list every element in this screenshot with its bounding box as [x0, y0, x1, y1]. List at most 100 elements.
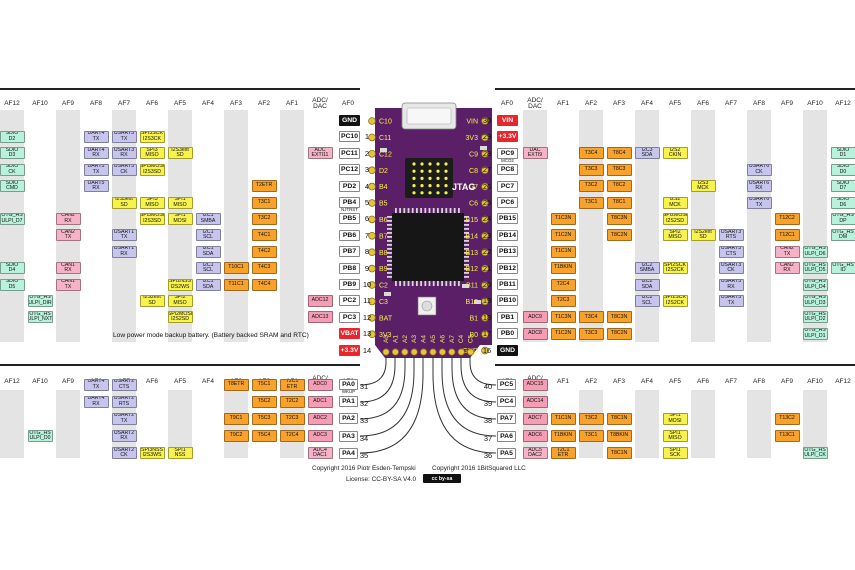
left-pb4-i2s3ext-label: I2S3ext SD: [111, 196, 137, 209]
pin-number-8: 8: [364, 247, 370, 257]
chip-lead: [387, 220, 392, 222]
bottom-right-pa5-adc5-label: ADC5 DAC2: [522, 447, 548, 460]
left-pc3-otg-hs-label: OTG_HS ULPI_NXT: [27, 311, 53, 324]
left-pb8-i2c1-label: I2C1 SCL: [195, 262, 221, 275]
bottom-left-pa1-uart4-label: UART4 RX: [83, 395, 109, 408]
jtag-pin: [436, 176, 440, 180]
left-pb9-spi2nss-label: SPI2NSS I2S2WS: [167, 278, 193, 291]
jtag-pin: [412, 184, 416, 188]
pin-number-40: 40: [483, 382, 493, 391]
right-pc6-i2s2-label: I2S2 MCK: [662, 196, 688, 209]
board-pin-label: B10: [466, 299, 479, 306]
chip-lead: [403, 281, 406, 286]
jtag-pin: [412, 169, 416, 173]
lower-right-header-af12: AF12: [835, 377, 851, 385]
board-pin-label: B9: [379, 266, 388, 273]
board-pin-label: A3: [411, 335, 418, 343]
right-pb14-usart3-label: USART3 RTS: [718, 229, 744, 242]
jtag-pin: [444, 176, 448, 180]
pin-number-24: 24: [482, 214, 492, 224]
upper-left-header-af9: AF9: [62, 99, 74, 107]
right-pb10-spi2sck-label: SPI2SCK I2S2CK: [662, 294, 688, 307]
right-pc9-sdio-label: SDIO D1: [830, 147, 855, 160]
pin-number-6: 6: [364, 214, 370, 224]
left-pb9-can1-label: CAN1 TX: [55, 278, 81, 291]
edge-pad-right: [481, 232, 489, 240]
pin-pb13-label: PB13: [497, 246, 518, 258]
jtag-pin: [428, 184, 432, 188]
smd-component: [384, 292, 391, 296]
chip-lead: [437, 281, 439, 286]
pin-number-22: 22: [482, 247, 492, 257]
lower-right-header-af3: AF3: [613, 377, 625, 385]
bottom-right-pa7-t1c1n-label: T1C1N: [550, 412, 576, 425]
board-pin-label: B14: [466, 233, 479, 240]
bottom-right-pa5-t8c1n-label: T8C1N: [606, 447, 632, 460]
edge-pad-left: [368, 133, 376, 142]
edge-pad-bottom: [448, 348, 456, 356]
smd-component: [380, 148, 387, 152]
pin-leader-line: [469, 356, 497, 386]
chip-lead: [464, 272, 469, 274]
upper-left-stripe: [112, 110, 136, 342]
bottom-right-pa6-t1bkin-label: T1BKIN: [550, 430, 576, 443]
chip-lead: [441, 281, 443, 286]
chip-lead: [445, 208, 448, 213]
left-pb6-i2c1-label: I2C1 SCL: [195, 229, 221, 242]
edge-pad-bottom: [401, 348, 409, 356]
upper-right-header-af12: AF12: [835, 99, 851, 107]
right-pb1-t1c3n-label: T1C3N: [550, 311, 576, 324]
chip-lead: [464, 232, 469, 234]
lower-right-header-af8: AF8: [753, 377, 765, 385]
upper-left-header-af3: AF3: [230, 99, 242, 107]
board-pin-label: B12: [466, 266, 479, 273]
pin-number-18: 18: [482, 312, 492, 322]
right-pb12-otg-hs-label: OTG_HS ID: [830, 262, 855, 275]
right-pb1-adc9-label: ADC9: [522, 311, 548, 324]
left-pc2-spi2-label: SPI2 MISO: [167, 294, 193, 307]
left-pc10-spi3sck-label: SPI3SCK I2S3CK: [139, 130, 165, 143]
pin-pc4-label: PC4: [497, 396, 516, 408]
edge-pad-left: [368, 330, 376, 339]
pin-pa7-label: PA7: [497, 413, 516, 425]
right-pb15-t12c2-label: T12C2: [774, 212, 800, 225]
left-pb5-i2c1-label: I2C1 SMBA: [195, 212, 221, 225]
edge-pad-left: [368, 215, 376, 224]
right-pb14-i2s2ext-label: I2S2ext SD: [690, 229, 716, 242]
bottom-right-pa6-t3c1-label: T3C1: [578, 430, 604, 443]
edge-pad-left: [368, 117, 376, 125]
upper-left-header-af5: AF5: [174, 99, 186, 107]
pin-gnd-label: GND: [339, 115, 360, 126]
upper-left-header-af1: AF1: [286, 99, 298, 107]
right-pb14-t1c2n-label: T1C2N: [550, 229, 576, 242]
pin-pc3-label: PC3: [339, 311, 360, 323]
lower-left-stripe: [168, 390, 192, 458]
pin-leader-line: [359, 356, 406, 420]
chip-lead: [387, 228, 392, 230]
left-pc10-sdio-label: SDIO D2: [0, 130, 25, 143]
jtag-pin: [420, 162, 424, 166]
chip-lead: [407, 281, 410, 286]
edge-pad-right: [481, 117, 489, 125]
right-pc6-sdio-label: SDIO D6: [830, 196, 855, 209]
right-pb0-otg-hs-label: OTG_HS ULPI_D1: [802, 327, 828, 340]
pin-pc7-label: PC7: [497, 180, 518, 192]
left-pb4-spi3-label: SPI3 MISO: [139, 196, 165, 209]
chip-lead: [464, 236, 469, 238]
edge-pad-right: [481, 199, 489, 207]
pin-pa6-label: PA6: [497, 430, 516, 442]
bottom-left-pa2-adc2-label: ADC2: [307, 412, 333, 425]
pin-number-31: 31: [359, 382, 369, 391]
chip-lead: [387, 252, 392, 254]
upper-left-header-af0: AF0: [342, 99, 354, 107]
chip-lead: [449, 281, 452, 286]
board-pin-label: A7: [449, 335, 456, 343]
bottom-left-pa0-uart4-label: UART4 TX: [83, 378, 109, 391]
pin-number-3: 3: [364, 165, 370, 175]
chip-lead: [387, 276, 392, 278]
bottom-right-pa6-t8bkin-label: T8BKIN: [606, 430, 632, 443]
bottom-left-pa3-usart2-label: USART2 RX: [111, 430, 137, 443]
left-pb7-usart1-label: USART1 RX: [111, 245, 137, 258]
right-pb1-t3c4-label: T3C4: [578, 311, 604, 324]
left-pb5-spi1-label: SPI1 MOSI: [167, 212, 193, 225]
